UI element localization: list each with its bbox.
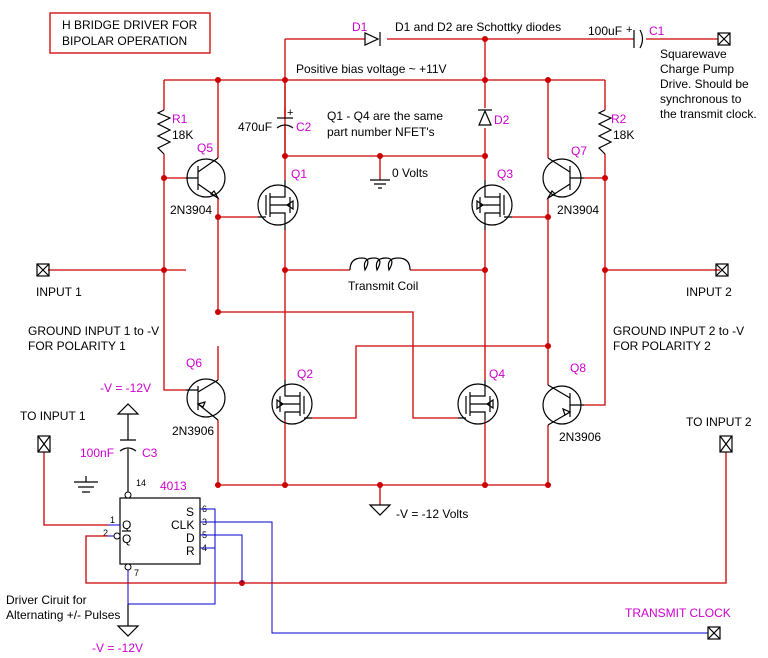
input-1-label: INPUT 1	[36, 285, 82, 299]
q5-part: 2N3904	[170, 203, 212, 217]
note-charge-5: the transmit clock.	[660, 107, 757, 121]
neg-supply-top	[116, 403, 140, 440]
q1-label: Q1	[291, 167, 307, 181]
ic-part-label: 4013	[160, 479, 187, 493]
fet-q3	[471, 180, 513, 230]
note-zero-volts: 0 Volts	[392, 166, 428, 180]
r1-label: R1	[172, 112, 188, 126]
q8-label: Q8	[570, 361, 586, 375]
supply-bottom-label: -V = -12V	[92, 641, 143, 655]
d2-label: D2	[494, 113, 510, 127]
svg-text:+: +	[287, 107, 293, 119]
note-ground-1b: FOR POLARITY 1	[28, 339, 126, 353]
q2-label: Q2	[297, 367, 313, 381]
q7-part: 2N3904	[557, 203, 599, 217]
ic-pin-q: Q	[122, 518, 131, 532]
diode-d1	[364, 32, 381, 46]
note-ground-1a: GROUND INPUT 1 to -V	[28, 324, 159, 338]
q5-label: Q5	[197, 141, 213, 155]
ic-pin-qbar: Q	[122, 532, 131, 546]
to-input-2-label: TO INPUT 2	[686, 415, 752, 429]
ic-pin-wires	[108, 508, 708, 634]
transistor-q6	[186, 378, 226, 421]
title-box	[49, 12, 211, 54]
q7-label: Q7	[571, 144, 587, 158]
note-charge-2: Charge Pump	[660, 62, 734, 76]
ic-pin-d: D	[186, 531, 195, 545]
junctions	[161, 36, 608, 586]
transmit-clock-label: TRANSMIT CLOCK	[625, 606, 731, 620]
q6-label: Q6	[186, 356, 202, 370]
note-charge-4: synchronous to	[660, 92, 742, 106]
capacitor-c2: +	[276, 80, 293, 156]
resistor-r1	[156, 109, 172, 155]
note-ground-2b: FOR POLARITY 2	[613, 339, 711, 353]
c1-label: C1	[649, 24, 665, 38]
pin-7: 7	[134, 568, 139, 578]
note-driver-1: Driver Ciruit for	[6, 593, 87, 607]
note-coil: Transmit Coil	[348, 279, 418, 293]
pin-2: 2	[103, 528, 108, 538]
transmit-clock-port[interactable]	[707, 626, 721, 640]
transmit-coil	[349, 257, 411, 272]
input-1-port[interactable]	[36, 263, 50, 277]
resistor-r2	[597, 109, 613, 155]
ic-pin-r: R	[186, 544, 195, 558]
c2-label: C2	[296, 120, 312, 134]
note-schottky: D1 and D2 are Schottky diodes	[395, 20, 561, 34]
supply-top-label: -V = -12V	[100, 381, 151, 395]
q8-part: 2N3906	[559, 430, 601, 444]
ground-0v	[370, 179, 390, 189]
r2-value: 18K	[613, 128, 634, 142]
diode-d2	[478, 109, 492, 126]
neg-supply-bottom	[116, 604, 140, 637]
note-nfet-2: part number NFET's	[327, 125, 435, 139]
svg-text:+: +	[626, 24, 632, 36]
note-driver-2: Alternating +/- Pulses	[6, 608, 120, 622]
fet-q2	[271, 380, 313, 425]
fet-q4	[457, 380, 499, 425]
neg-supply-symbol	[368, 504, 392, 516]
ic-pin-s: S	[186, 505, 194, 519]
title-line-1: H BRIDGE DRIVER FOR	[62, 18, 198, 32]
transistor-q7	[542, 157, 584, 200]
note-ground-2a: GROUND INPUT 2 to -V	[613, 324, 744, 338]
q3-label: Q3	[497, 167, 513, 181]
input-2-port[interactable]	[715, 263, 729, 277]
c1-value: 100uF	[588, 24, 622, 38]
pin-1: 1	[110, 515, 115, 525]
note-charge-3: Drive. Should be	[660, 77, 749, 91]
c2-value: 470uF	[238, 120, 272, 134]
input-2-label: INPUT 2	[686, 285, 732, 299]
to-input-1-port[interactable]	[37, 435, 51, 453]
r1-value: 18K	[172, 128, 193, 142]
to-input-1-label: TO INPUT 1	[20, 409, 86, 423]
capacitor-c3	[119, 439, 137, 495]
note-bias: Positive bias voltage ~ +11V	[296, 62, 447, 76]
ic-pin-clk: CLK	[171, 518, 194, 532]
c3-value: 100nF	[80, 446, 114, 460]
title-line-2: BIPOLAR OPERATION	[62, 34, 187, 48]
r2-label: R2	[611, 112, 627, 126]
d1-label: D1	[352, 20, 368, 34]
q6-part: 2N3906	[172, 424, 214, 438]
q4-label: Q4	[489, 367, 505, 381]
to-input-2-port[interactable]	[719, 435, 733, 453]
capacitor-c1: +	[626, 24, 644, 49]
transistor-q5	[186, 157, 226, 200]
note-nfet-1: Q1 - Q4 are the same	[327, 109, 443, 123]
note-charge-1: Squarewave	[660, 47, 727, 61]
fet-q1	[257, 180, 299, 230]
ic-4013	[113, 491, 201, 571]
driver-wires	[43, 452, 727, 584]
transistor-q8	[542, 384, 584, 426]
note-neg-volts: -V = -12 Volts	[396, 507, 468, 521]
ground-driver	[74, 476, 98, 493]
c3-label: C3	[142, 446, 158, 460]
pin-14: 14	[136, 478, 146, 488]
charge-pump-port[interactable]	[717, 32, 731, 46]
